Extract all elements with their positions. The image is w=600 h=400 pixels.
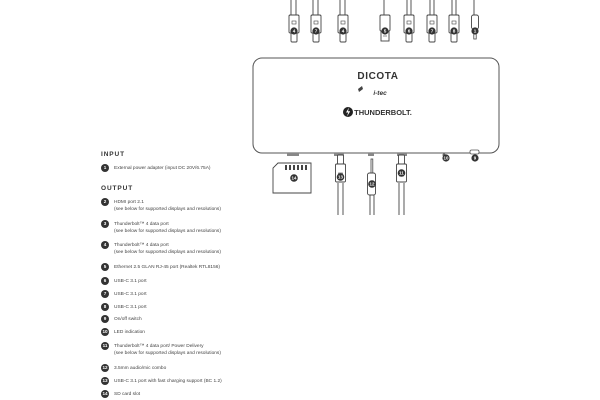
front-cables [337, 183, 405, 215]
callout-top-1: 7 [315, 29, 318, 34]
callout-top-3: 5 [384, 29, 387, 34]
itec-logo: i-tec [358, 86, 387, 97]
callout-front-1: 13 [338, 175, 343, 180]
legend-number-badge: 2 [101, 198, 109, 206]
legend-item: 10 LED indication [101, 328, 145, 336]
legend-text: HDMI port 2.1 [114, 199, 144, 205]
legend-text: LED indication [114, 329, 145, 335]
front-plugs [335, 154, 407, 196]
legend-item: 4 Thunderbolt™ 4 data port(see below for … [101, 241, 221, 256]
legend-text: USB-C 3.1 port [114, 278, 147, 284]
legend-number-badge: 13 [101, 377, 109, 385]
front-callouts: 14 13 12 11 10 9 [290, 154, 479, 188]
legend-subtext: (see below for supported displays and re… [114, 350, 221, 356]
itec-logo-text: i-tec [373, 90, 387, 97]
callout-front-3: 11 [399, 171, 404, 176]
legend-number-badge: 6 [101, 277, 109, 285]
legend-text: SD card slot [114, 391, 141, 397]
legend-text: USB-C 3.1 port [114, 291, 147, 297]
legend-number-badge: 14 [101, 390, 109, 398]
legend-text: On/off switch [114, 316, 142, 322]
dicota-logo: DICOTA [357, 71, 398, 82]
callout-top-2: 4 [342, 29, 345, 34]
legend-number-badge: 8 [101, 303, 109, 311]
legend-subtext: (see below for supported displays and re… [114, 206, 221, 212]
legend-subtext: (see below for supported displays and re… [114, 228, 221, 234]
power-plug [471, 14, 479, 40]
legend-text: USB-C 3.1 port with fast charging suppor… [114, 378, 222, 384]
legend-item: 6 USB-C 3.1 port [101, 277, 147, 285]
callout-top-4: 6 [408, 29, 411, 34]
legend-text: External power adapter (input DC 20V/6.7… [114, 165, 211, 171]
thunderbolt-pd-plug [396, 154, 407, 183]
legend-text: Thunderbolt™ 4 data port [114, 242, 169, 248]
legend-item: 13 USB-C 3.1 port with fast charging supp… [101, 377, 222, 385]
callout-top-5: 7 [431, 29, 434, 34]
legend-item: 2 HDMI port 2.1(see below for supported d… [101, 198, 221, 213]
top-callouts: 4 7 4 5 6 7 8 1 [290, 27, 479, 35]
legend-item: 3 Thunderbolt™ 4 data port(see below for … [101, 220, 221, 235]
legend-number-badge: 12 [101, 364, 109, 372]
output-heading: OUTPUT [101, 185, 134, 192]
legend-text: Thunderbolt™ 4 data port [114, 221, 169, 227]
callout-top-6: 8 [453, 29, 456, 34]
legend-text: Thunderbolt™ 4 data port/ Power Delivery [114, 343, 204, 349]
legend-text: Ethernet 2.5 GLAN RJ-45 port (Realtek RT… [114, 264, 221, 270]
thunderbolt-logo: THUNDERBOLT. [343, 107, 412, 117]
legend-item: 1 External power adapter (input DC 20V/6.… [101, 164, 211, 172]
legend-number-badge: 9 [101, 315, 109, 323]
dock-body: DICOTA i-tec THUNDERBOLT. [252, 57, 500, 157]
legend-item: 7 USB-C 3.1 port [101, 290, 147, 298]
legend-number-badge: 11 [101, 342, 109, 350]
legend-item: 5 Ethernet 2.5 GLAN RJ-45 port (Realtek R… [101, 263, 220, 271]
legend-item: 9 On/off switch [101, 315, 142, 323]
legend-number-badge: 10 [101, 328, 109, 336]
callout-top-0: 4 [293, 29, 296, 34]
legend-text: 3.5mm audio/mic combo [114, 365, 167, 371]
legend-number-badge: 3 [101, 220, 109, 228]
callout-top-7: 1 [474, 29, 477, 34]
legend-number-badge: 4 [101, 241, 109, 249]
callout-front-0: 14 [292, 176, 297, 181]
legend-text: USB-C 3.1 port [114, 304, 147, 310]
audio-jack-plug [367, 158, 376, 196]
callout-front-4: 10 [444, 156, 449, 161]
legend-item: 8 USB-C 3.1 port [101, 303, 147, 311]
top-cables [290, 0, 475, 15]
legend-number-badge: 1 [101, 164, 109, 172]
legend-subtext: (see below for supported displays and re… [114, 249, 221, 255]
input-heading: INPUT [101, 151, 125, 158]
legend-number-badge: 5 [101, 263, 109, 271]
legend-number-badge: 7 [101, 290, 109, 298]
thunderbolt-logo-text: THUNDERBOLT. [354, 108, 412, 117]
legend-item: 14 SD card slot [101, 390, 140, 398]
legend-item: 12 3.5mm audio/mic combo [101, 364, 166, 372]
callout-front-2: 12 [370, 182, 375, 187]
callout-front-5: 9 [474, 156, 477, 161]
legend-item: 11 Thunderbolt™ 4 data port/ Power Delive… [101, 342, 221, 357]
